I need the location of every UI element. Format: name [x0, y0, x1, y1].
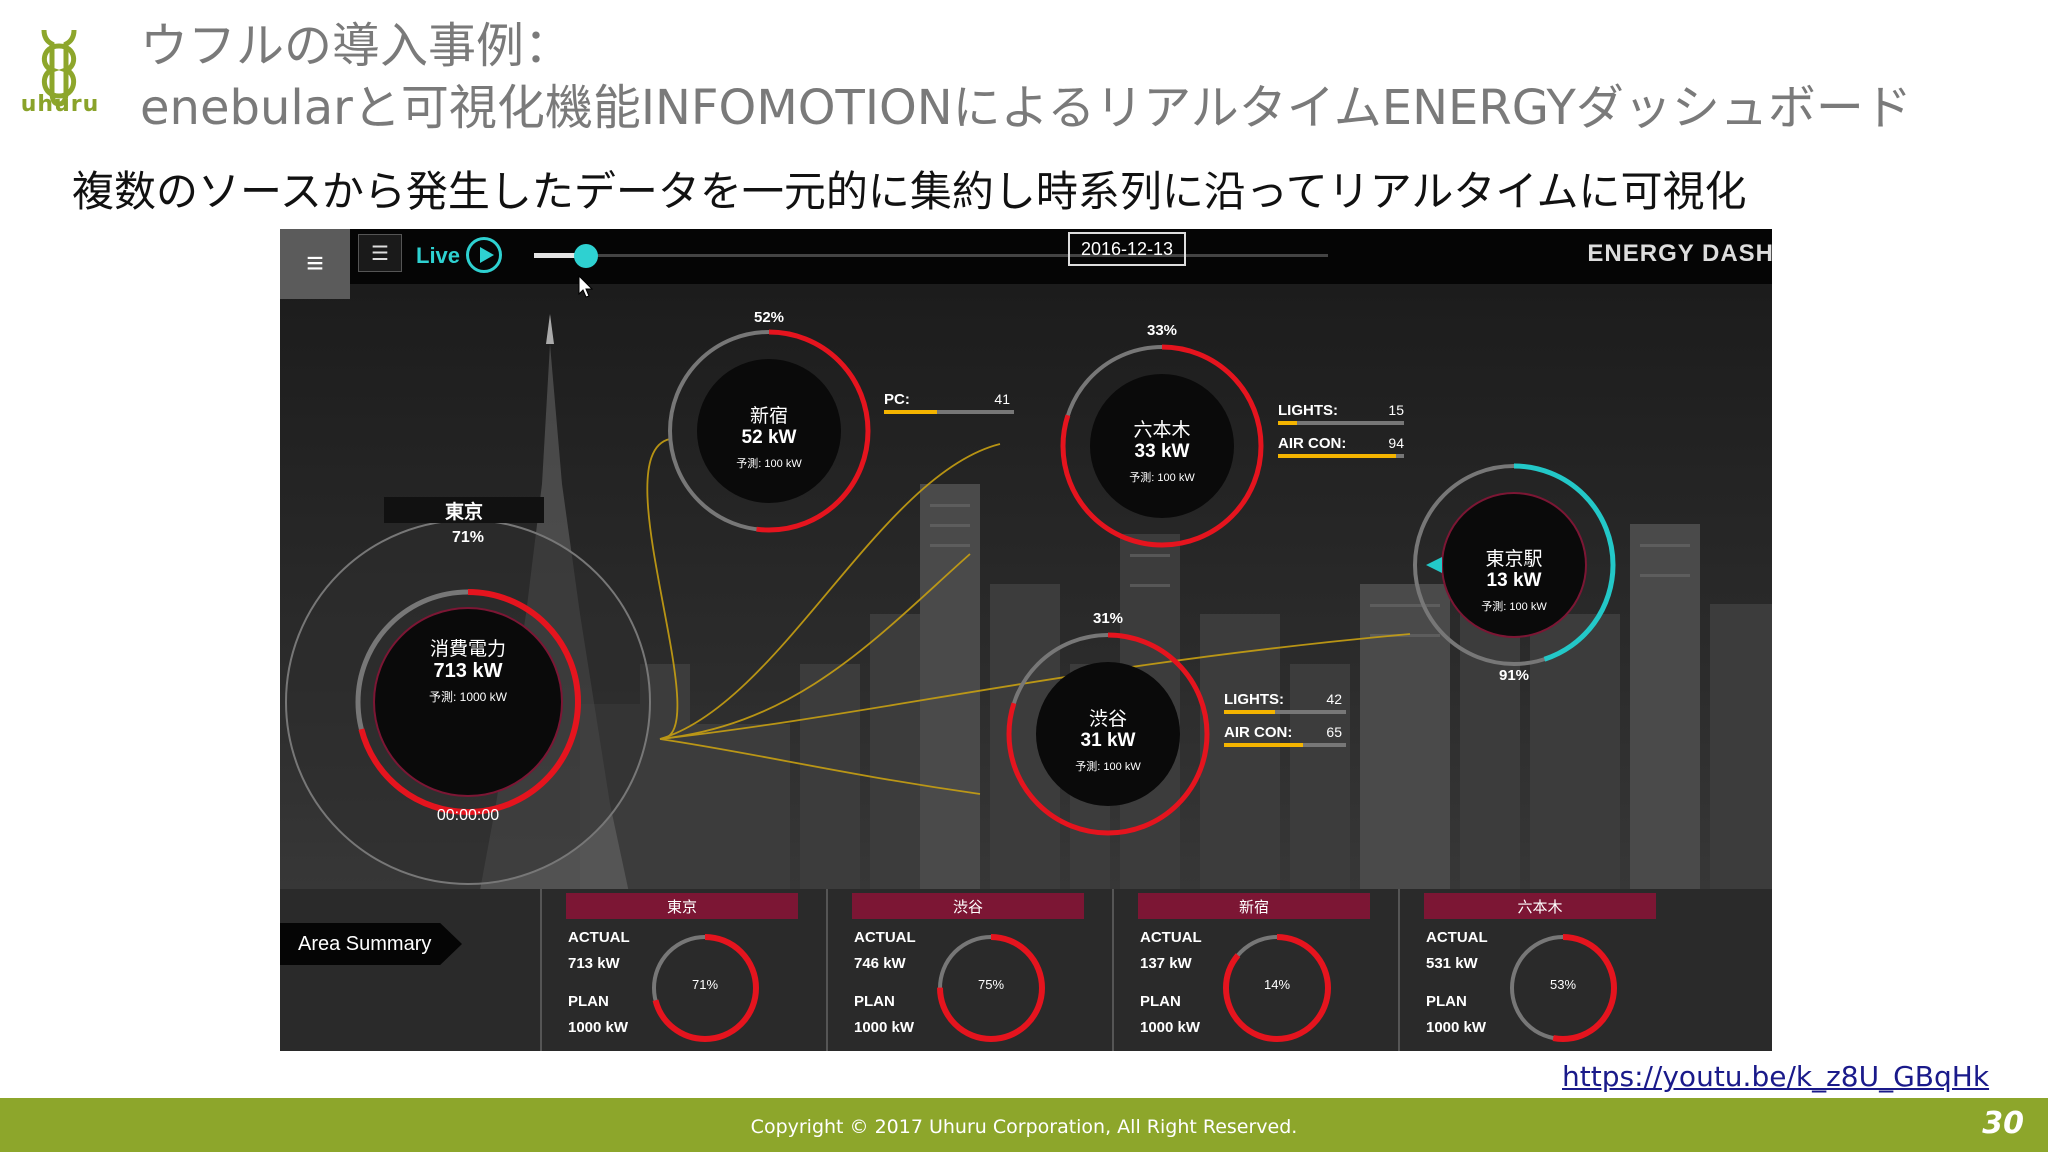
dashboard-toolbar: ☰ Live 2016-12-13 ENERGY DASHBO [280, 229, 1772, 284]
roppongi-value: 33 kW [1134, 441, 1190, 462]
plan-value: 1000 kW [854, 1019, 915, 1036]
area-summary-panel: Area Summary 東京 ACTUAL 713 kW PLAN 1000 … [280, 889, 1772, 1051]
shibuya-name: 渋谷 [1088, 709, 1127, 730]
shibuya-lights-label: LIGHTS: [1224, 691, 1284, 708]
date-display[interactable]: 2016-12-13 [1068, 232, 1186, 266]
actual-value: 713 kW [568, 955, 620, 972]
tokyo-station-value: 13 kW [1486, 570, 1542, 591]
slide-subtitle: 複数のソースから発生したデータを一元的に集約し時系列に沿ってリアルタイムに可視化 [72, 167, 1747, 216]
live-label: Live [416, 243, 461, 268]
shibuya-aircon-label: AIR CON: [1224, 724, 1293, 741]
main-gauge-forecast: 予測: 1000 kW [428, 690, 508, 704]
list-icon[interactable]: ☰ [358, 234, 402, 272]
actual-label: ACTUAL [1140, 929, 1202, 946]
shibuya-lights-bar [1224, 710, 1346, 714]
roppongi-lights-bar [1278, 421, 1404, 425]
summary-card-shibuya: 渋谷 ACTUAL 746 kW PLAN 1000 kW 75% [826, 889, 1112, 1051]
uhuru-logo [41, 29, 77, 107]
roppongi-aircon-value: 94 [1388, 435, 1404, 451]
summary-card-title: 渋谷 [852, 893, 1084, 919]
actual-label: ACTUAL [1426, 929, 1488, 946]
youtube-link[interactable]: https://youtu.be/k_z8U_GBqHk [1562, 1060, 1990, 1093]
actual-label: ACTUAL [568, 929, 630, 946]
gauge-shinjuku [667, 329, 871, 533]
plan-value: 1000 kW [568, 1019, 629, 1036]
timeline-slider-handle[interactable] [574, 244, 598, 268]
main-gauge-value: 713 kW [433, 660, 503, 682]
main-gauge-percent: 71% [451, 529, 485, 546]
copyright-text: Copyright © 2017 Uhuru Corporation, All … [750, 1116, 1298, 1138]
summary-gauge [651, 934, 759, 1042]
play-icon[interactable] [466, 237, 502, 273]
shibuya-aircon-bar [1224, 743, 1346, 747]
roppongi-lights-label: LIGHTS: [1278, 402, 1338, 419]
summary-card-shinjuku: 新宿 ACTUAL 137 kW PLAN 1000 kW 14% [1112, 889, 1398, 1051]
roppongi-aircon-bar [1278, 454, 1404, 458]
actual-value: 531 kW [1426, 955, 1478, 972]
mouse-cursor-icon [578, 275, 594, 298]
summary-card-title: 六本木 [1424, 893, 1656, 919]
plan-label: PLAN [568, 993, 609, 1010]
actual-label: ACTUAL [854, 929, 916, 946]
shibuya-forecast: 予測: 100 kW [1075, 761, 1141, 773]
shibuya-value: 31 kW [1080, 730, 1136, 751]
shinjuku-value: 52 kW [741, 427, 797, 448]
main-gauge-title: 東京 [384, 497, 544, 523]
roppongi-name: 六本木 [1133, 420, 1191, 441]
summary-percent: 53% [1549, 977, 1577, 992]
shinjuku-pc-value: 41 [994, 391, 1010, 407]
shinjuku-percent: 52% [753, 309, 785, 326]
roppongi-lights-value: 15 [1388, 402, 1404, 418]
summary-gauge [937, 934, 1045, 1042]
slide-footer: Copyright © 2017 Uhuru Corporation, All … [0, 1098, 2048, 1152]
plan-value: 1000 kW [1426, 1019, 1487, 1036]
roppongi-percent: 33% [1146, 322, 1178, 339]
shinjuku-forecast: 予測: 100 kW [736, 458, 802, 470]
plan-value: 1000 kW [1140, 1019, 1201, 1036]
plan-label: PLAN [1140, 993, 1181, 1010]
page-number: 30 [1982, 1106, 2024, 1141]
actual-value: 746 kW [854, 955, 906, 972]
summary-card-title: 東京 [566, 893, 798, 919]
plan-label: PLAN [1426, 993, 1467, 1010]
summary-card-title: 新宿 [1138, 893, 1370, 919]
summary-percent: 75% [977, 977, 1005, 992]
tokyo-station-forecast: 予測: 100 kW [1481, 601, 1547, 613]
summary-card-roppongi: 六本木 ACTUAL 531 kW PLAN 1000 kW 53% [1398, 889, 1684, 1051]
energy-dashboard: 東京 71% 消費電力 713 kW 予測: 1000 kW 00:00:00 … [280, 229, 1772, 1051]
roppongi-forecast: 予測: 100 kW [1129, 472, 1195, 484]
gauge-roppongi [1060, 344, 1264, 548]
summary-gauge [1509, 934, 1617, 1042]
dashboard-title: ENERGY DASHBO [1587, 240, 1772, 267]
gauge-layer [285, 329, 1616, 885]
timeline-track[interactable] [534, 254, 1328, 257]
tokyo-station-percent: 91% [1498, 667, 1530, 684]
tokyo-station-name: 東京駅 [1485, 549, 1543, 570]
summary-gauge [1223, 934, 1331, 1042]
shinjuku-name: 新宿 [749, 406, 788, 427]
actual-value: 137 kW [1140, 955, 1192, 972]
main-gauge-time: 00:00:00 [436, 807, 500, 824]
summary-card-tokyo: 東京 ACTUAL 713 kW PLAN 1000 kW 71% [540, 889, 826, 1051]
plan-label: PLAN [854, 993, 895, 1010]
logo-text: uhuru [20, 92, 100, 117]
summary-percent: 14% [1263, 977, 1291, 992]
shibuya-aircon-value: 65 [1326, 724, 1342, 740]
gauge-shibuya [1006, 632, 1210, 836]
main-gauge-tokyo [285, 519, 651, 885]
gauge-tokyo-station [1412, 463, 1616, 667]
shibuya-percent: 31% [1092, 610, 1124, 627]
area-summary-tab[interactable]: Area Summary [280, 923, 462, 965]
shinjuku-pc-bar [884, 410, 1014, 414]
slide-title-line1: ウフルの導入事例： [140, 18, 573, 74]
main-gauge-label: 消費電力 [429, 639, 506, 660]
timeline-fill [534, 253, 584, 258]
shinjuku-pc-label: PC: [884, 391, 910, 408]
shibuya-lights-value: 42 [1326, 691, 1342, 707]
roppongi-aircon-label: AIR CON: [1278, 435, 1347, 452]
hamburger-menu-icon[interactable]: ≡ [280, 229, 350, 299]
summary-percent: 71% [691, 977, 719, 992]
slide-title-line2: enebularと可視化機能INFOMOTIONによるリアルタイムENERGYダ… [140, 80, 1912, 136]
